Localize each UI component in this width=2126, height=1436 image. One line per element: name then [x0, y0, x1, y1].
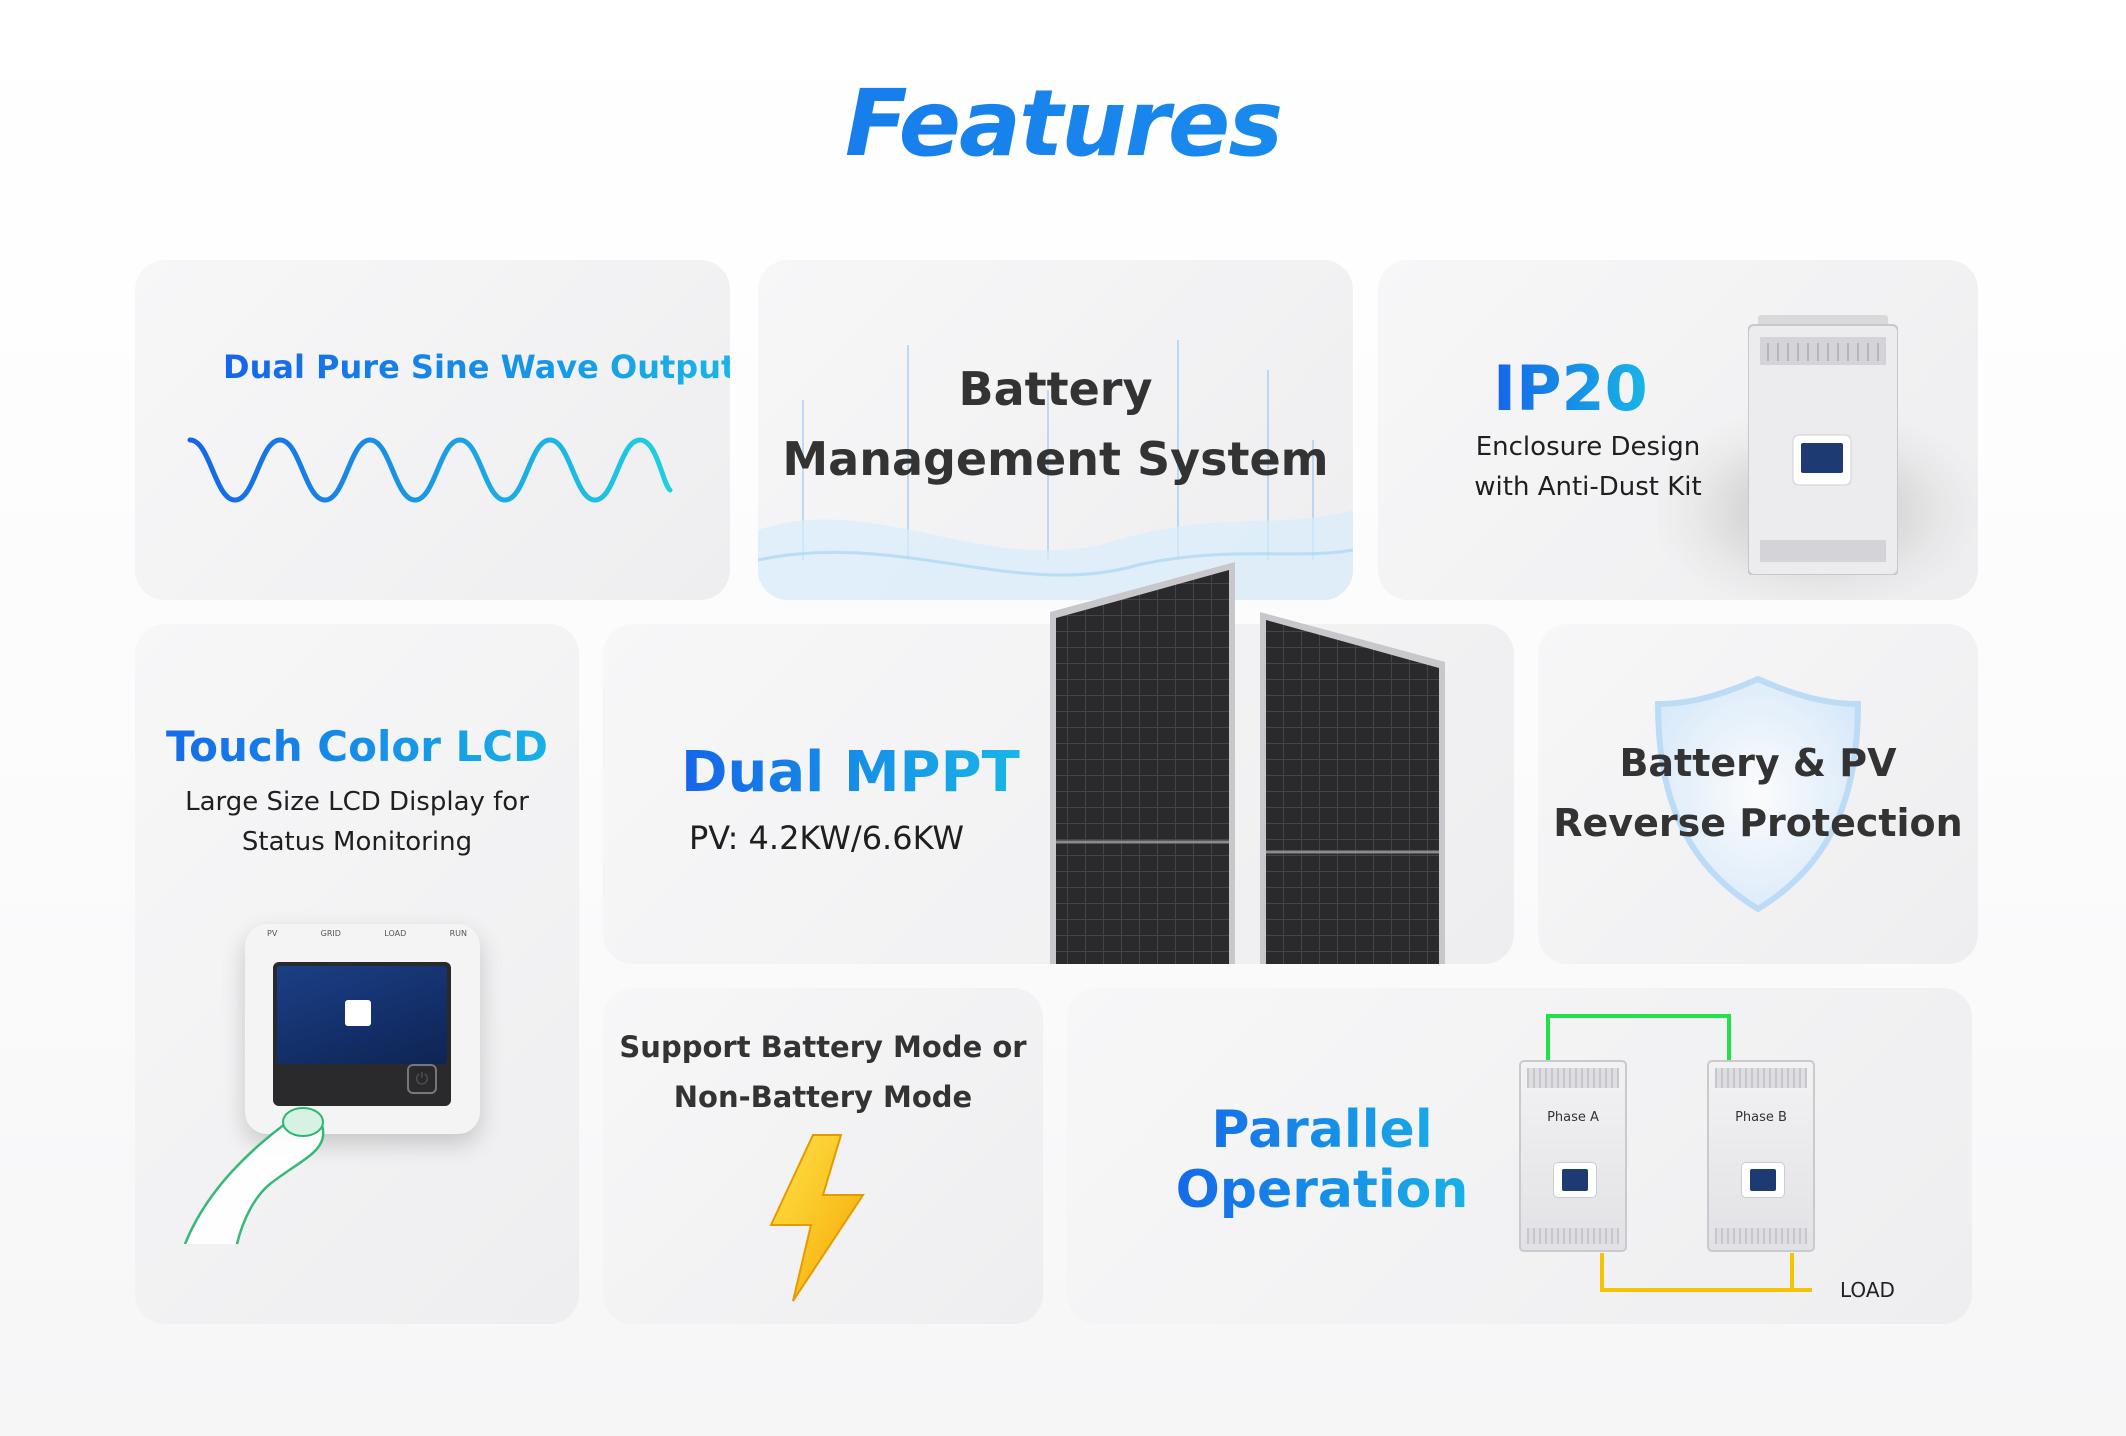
battery-mode-line1: Support Battery Mode or: [619, 1030, 1027, 1064]
sine-wave-title: Dual Pure Sine Wave Output: [223, 348, 730, 386]
inverter-phase-b: Phase B: [1707, 1060, 1815, 1252]
battery-mode-line2: Non-Battery Mode: [673, 1080, 973, 1114]
lcd-screen: [273, 962, 451, 1106]
dual-mppt-subtitle: PV: 4.2KW/6.6KW: [689, 819, 965, 857]
card-ip20: IP20 Enclosure Design with Anti-Dust Kit: [1378, 260, 1978, 600]
touch-lcd-line2: Status Monitoring: [241, 827, 473, 857]
ip20-line1: Enclosure Design: [1475, 432, 1701, 462]
page-title: Features: [0, 70, 2126, 177]
indicator-run: RUN: [449, 929, 467, 938]
solar-panel-icon: [1050, 562, 1445, 964]
parallel-line1: Parallel: [1157, 1100, 1487, 1160]
finger-icon: [183, 1107, 325, 1244]
phase-b-label: Phase B: [1735, 1110, 1787, 1125]
sine-wave-icon: [187, 437, 673, 503]
dual-mppt-title: Dual MPPT: [681, 740, 1020, 805]
indicator-grid: GRID: [320, 929, 341, 938]
bms-line2: Management System: [782, 432, 1329, 486]
card-sine-wave: Dual Pure Sine Wave Output: [135, 260, 730, 600]
parallel-line2: Operation: [1157, 1160, 1487, 1220]
bms-wave-decoration: [758, 340, 1353, 600]
card-touch-lcd: Touch Color LCD Large Size LCD Display f…: [135, 624, 579, 1324]
lcd-indicators: PV GRID LOAD RUN: [267, 929, 467, 938]
load-label: LOAD: [1840, 1278, 1895, 1302]
indicator-pv: PV: [267, 929, 278, 938]
lightning-bolt-icon: [769, 1134, 865, 1302]
reverse-protection-line1: Battery & PV: [1619, 741, 1897, 785]
touch-lcd-title: Touch Color LCD: [135, 722, 579, 771]
phase-a-label: Phase A: [1547, 1110, 1599, 1125]
touch-lcd-line1: Large Size LCD Display for: [185, 787, 529, 817]
ip20-title: IP20: [1493, 352, 1648, 425]
card-bms: Battery Management System: [758, 260, 1353, 600]
reverse-protection-line2: Reverse Protection: [1553, 801, 1963, 845]
power-icon: ⏻: [407, 1064, 437, 1094]
ip20-line2: with Anti-Dust Kit: [1474, 472, 1702, 502]
card-reverse-protection: Battery & PV Reverse Protection: [1538, 624, 1978, 964]
shield-icon: [1654, 675, 1862, 913]
inverter-icon: [1748, 315, 1898, 575]
lcd-panel-icon: PV GRID LOAD RUN ⏻: [245, 924, 480, 1134]
indicator-load: LOAD: [384, 929, 407, 938]
inverter-phase-a: Phase A: [1519, 1060, 1627, 1252]
card-parallel: Parallel Operation Phase A Phase B LOAD: [1067, 988, 1972, 1324]
bms-line1: Battery: [958, 362, 1153, 416]
card-battery-mode: Support Battery Mode or Non-Battery Mode: [603, 988, 1043, 1324]
